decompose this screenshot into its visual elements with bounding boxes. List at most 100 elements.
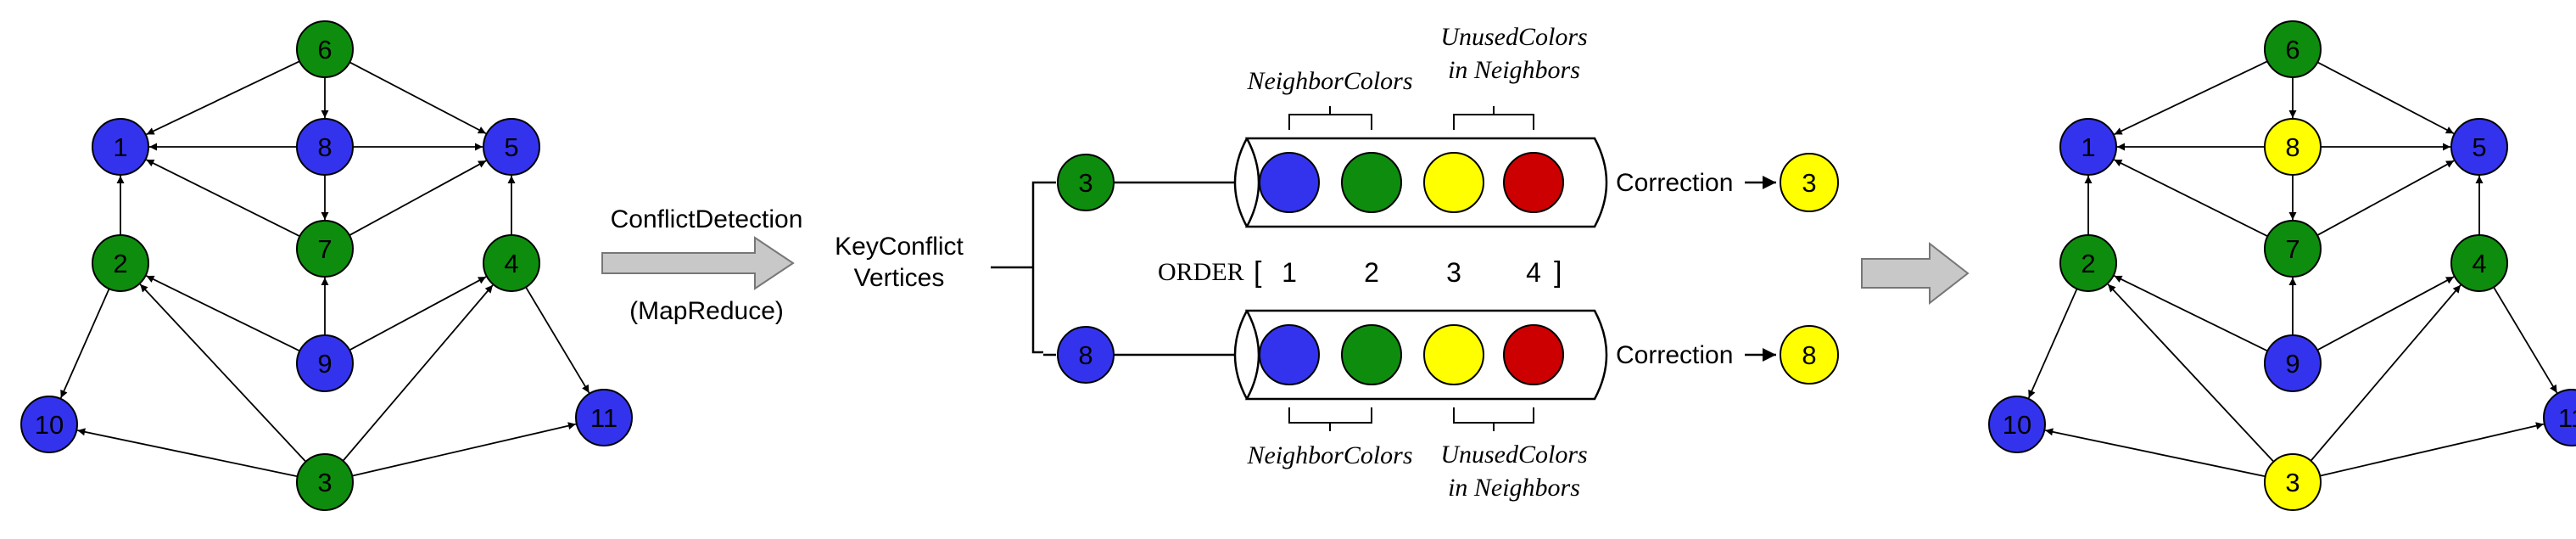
bottom-unused-colors-label: UnusedColors (1440, 441, 1587, 469)
conflict-detection-arrow (601, 236, 795, 290)
vertex-11 (575, 389, 633, 446)
vertex-label-7: 7 (317, 234, 332, 264)
edge-7-1 (146, 159, 300, 238)
vertex-label-4: 4 (2472, 249, 2486, 278)
top-tube-end (1233, 138, 1249, 227)
order-value-3: 3 (1446, 257, 1461, 288)
vertex-2 (2059, 234, 2117, 292)
edge-9-2 (2114, 275, 2268, 352)
top-in-neighbors-label: in Neighbors (1448, 56, 1580, 84)
bottom-unused-colors-bracket (1453, 407, 1534, 431)
vertex-label-5: 5 (2472, 132, 2486, 162)
vertex-3 (2264, 453, 2322, 511)
vertex-label-11: 11 (2558, 403, 2576, 433)
graph-after: 6 1 8 5 2 7 4 9 10 11 3 (1988, 20, 2576, 511)
vertex-6 (2264, 20, 2322, 78)
vertex-label-9: 9 (317, 349, 332, 379)
result-arrow (1861, 241, 1970, 306)
edge-2-10 (59, 288, 110, 399)
order-close-bracket: ] (1554, 256, 1562, 289)
vertex-label-6: 6 (2285, 35, 2299, 65)
top-corrected-vertex (1780, 153, 1839, 212)
top-row: 3 NeighborColors UnusedColors in NeighborsC… (1043, 23, 1839, 228)
edge-4-11 (2493, 286, 2558, 394)
order-open-bracket: [ (1254, 256, 1262, 289)
edge-6-5 (2316, 61, 2455, 135)
edge-9-2 (146, 275, 300, 352)
edge-3-10 (2045, 428, 2266, 478)
vertex-4 (483, 234, 540, 292)
vertex-8 (296, 118, 354, 176)
order-value-1: 1 (1282, 257, 1297, 288)
top-color-slot-1 (1259, 152, 1320, 213)
edge-6-1 (2114, 60, 2268, 136)
edge-3-11 (351, 422, 577, 477)
vertex-7 (2264, 220, 2322, 278)
vertex-3 (296, 453, 354, 511)
vertex-label-3: 3 (2285, 468, 2299, 497)
vertex-label-8: 8 (317, 132, 332, 162)
vertex-11 (2543, 389, 2576, 446)
bottom-tube-end (1233, 310, 1249, 400)
conflict-detection-label: ConflictDetection (611, 205, 803, 233)
vertex-8 (2264, 118, 2322, 176)
vertex-label-1: 1 (113, 132, 127, 162)
edge-7-5 (2316, 160, 2455, 236)
vertex-9 (2264, 334, 2322, 392)
key-conflict-label-line1: KeyConflict (835, 233, 964, 261)
edge-3-4 (2310, 284, 2461, 462)
vertex-label-9: 9 (2285, 349, 2299, 379)
top-color-slot-3 (1423, 152, 1484, 213)
vertex-5 (2450, 118, 2508, 176)
vertex-label-3: 3 (317, 468, 332, 497)
edge-9-4 (349, 276, 487, 351)
order-value-4: 4 (1526, 257, 1541, 288)
vertex-label-10: 10 (2003, 410, 2031, 440)
vertex-7 (296, 220, 354, 278)
top-color-slot-4 (1503, 152, 1564, 213)
edge-7-1 (2114, 159, 2268, 238)
vertex-label-2: 2 (2081, 249, 2095, 278)
edge-6-5 (349, 61, 487, 135)
vertex-label-2: 2 (113, 249, 127, 278)
vertex-4 (2450, 234, 2508, 292)
edge-6-1 (146, 60, 300, 136)
bottom-neighbor-colors-label: NeighborColors (1246, 441, 1412, 469)
bottom-in-neighbors-label: in Neighbors (1448, 474, 1580, 502)
vertex-10 (20, 396, 78, 453)
order-label: ORDER (1158, 258, 1244, 286)
mapreduce-label: (MapReduce) (629, 297, 784, 325)
vertex-1 (2059, 118, 2117, 176)
top-neighbor-colors-bracket (1288, 106, 1372, 130)
conflict-detection-step: ConflictDetection (MapReduce) (601, 205, 803, 325)
top-neighbor-colors-label: NeighborColors (1246, 67, 1412, 95)
bottom-corrected-vertex-label: 8 (1802, 340, 1816, 370)
vertex-label-1: 1 (2081, 132, 2095, 162)
vertex-label-7: 7 (2285, 234, 2299, 264)
vertex-2 (92, 234, 149, 292)
bottom-color-slot-1 (1259, 324, 1320, 385)
key-conflict-bracket (991, 181, 1043, 354)
edge-3-11 (2319, 422, 2545, 477)
bottom-color-slot-3 (1423, 324, 1484, 385)
bottom-color-slot-4 (1503, 324, 1564, 385)
top-unused-colors-label: UnusedColors (1440, 23, 1587, 51)
bottom-neighbor-colors-bracket (1288, 407, 1372, 431)
edge-3-2 (139, 284, 307, 463)
vertex-label-5: 5 (504, 132, 518, 162)
vertex-label-8: 8 (2285, 132, 2299, 162)
top-corrected-vertex-label: 3 (1802, 168, 1816, 198)
edge-9-4 (2316, 276, 2455, 351)
edge-3-2 (2107, 284, 2275, 463)
bottom-corrected-vertex (1780, 325, 1839, 385)
vertex-10 (1988, 396, 2046, 453)
bottom-correction-label: Correction (1616, 341, 1733, 369)
vertex-label-10: 10 (35, 410, 64, 440)
key-conflict-label-line2: Vertices (854, 264, 945, 292)
vertex-label-6: 6 (317, 35, 332, 65)
edge-4-11 (525, 286, 590, 394)
top-correction-label: Correction (1616, 169, 1733, 197)
